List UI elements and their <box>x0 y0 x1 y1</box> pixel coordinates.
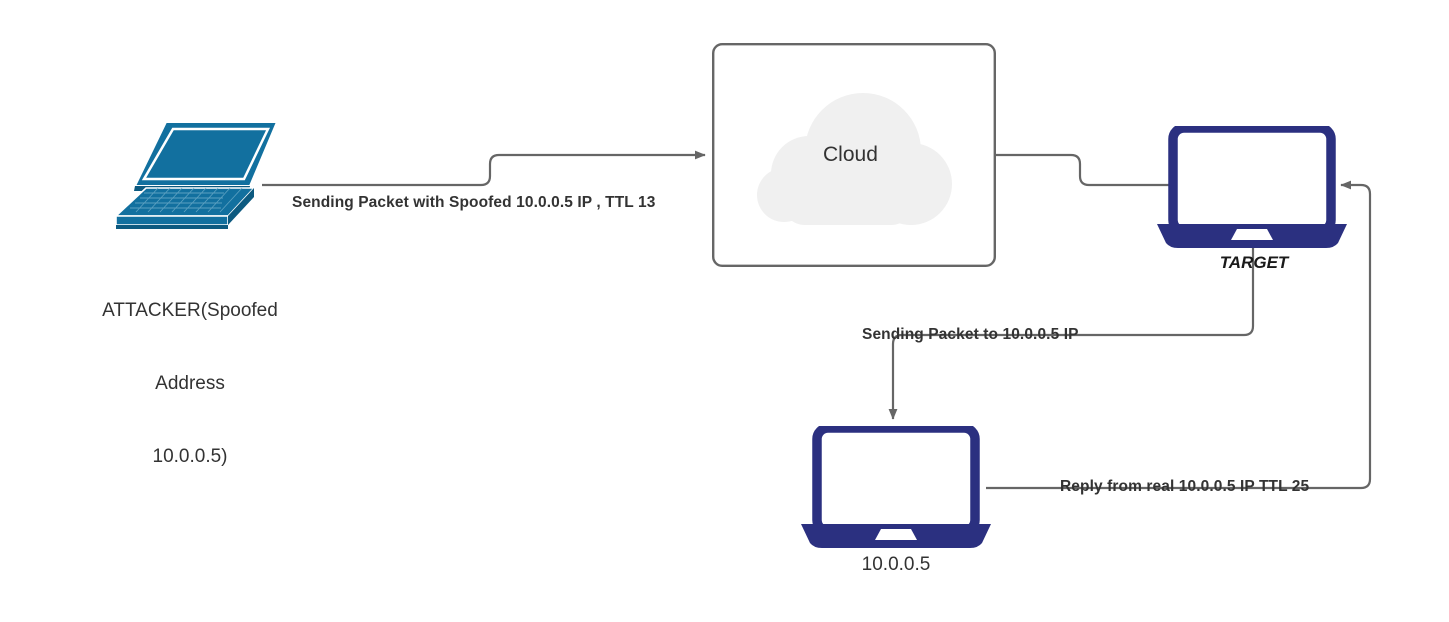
cloud-container-icon <box>712 43 997 268</box>
edge-label-host-to-target: Reply from real 10.0.0.5 IP TTL 25 <box>1060 478 1310 495</box>
attacker-node[interactable] <box>110 120 280 230</box>
edge-label-attacker-to-cloud: Sending Packet with Spoofed 10.0.0.5 IP … <box>292 194 656 211</box>
laptop-icon <box>801 423 991 548</box>
laptop-icon <box>1157 123 1347 248</box>
connector-cloud-to-target <box>996 153 1174 187</box>
connector-attacker-to-cloud <box>262 150 706 187</box>
attacker-label-line2: Address <box>155 372 225 394</box>
host-label: 10.0.0.5 <box>861 554 931 575</box>
target-node[interactable] <box>1152 123 1352 248</box>
target-label: TARGET <box>1219 253 1289 272</box>
laptop-isometric-icon <box>113 121 279 229</box>
cloud-node[interactable] <box>712 43 997 268</box>
attacker-label: ATTACKER(Spoofed Address 10.0.0.5) <box>55 250 325 517</box>
cloud-icon <box>757 93 952 225</box>
attacker-label-line3: 10.0.0.5) <box>152 445 228 467</box>
host-node[interactable] <box>796 423 996 548</box>
cloud-label: Cloud <box>823 143 878 166</box>
attacker-label-line1: ATTACKER(Spoofed <box>102 299 278 321</box>
edge-label-target-to-host: Sending Packet to 10.0.0.5 IP <box>862 326 1079 343</box>
